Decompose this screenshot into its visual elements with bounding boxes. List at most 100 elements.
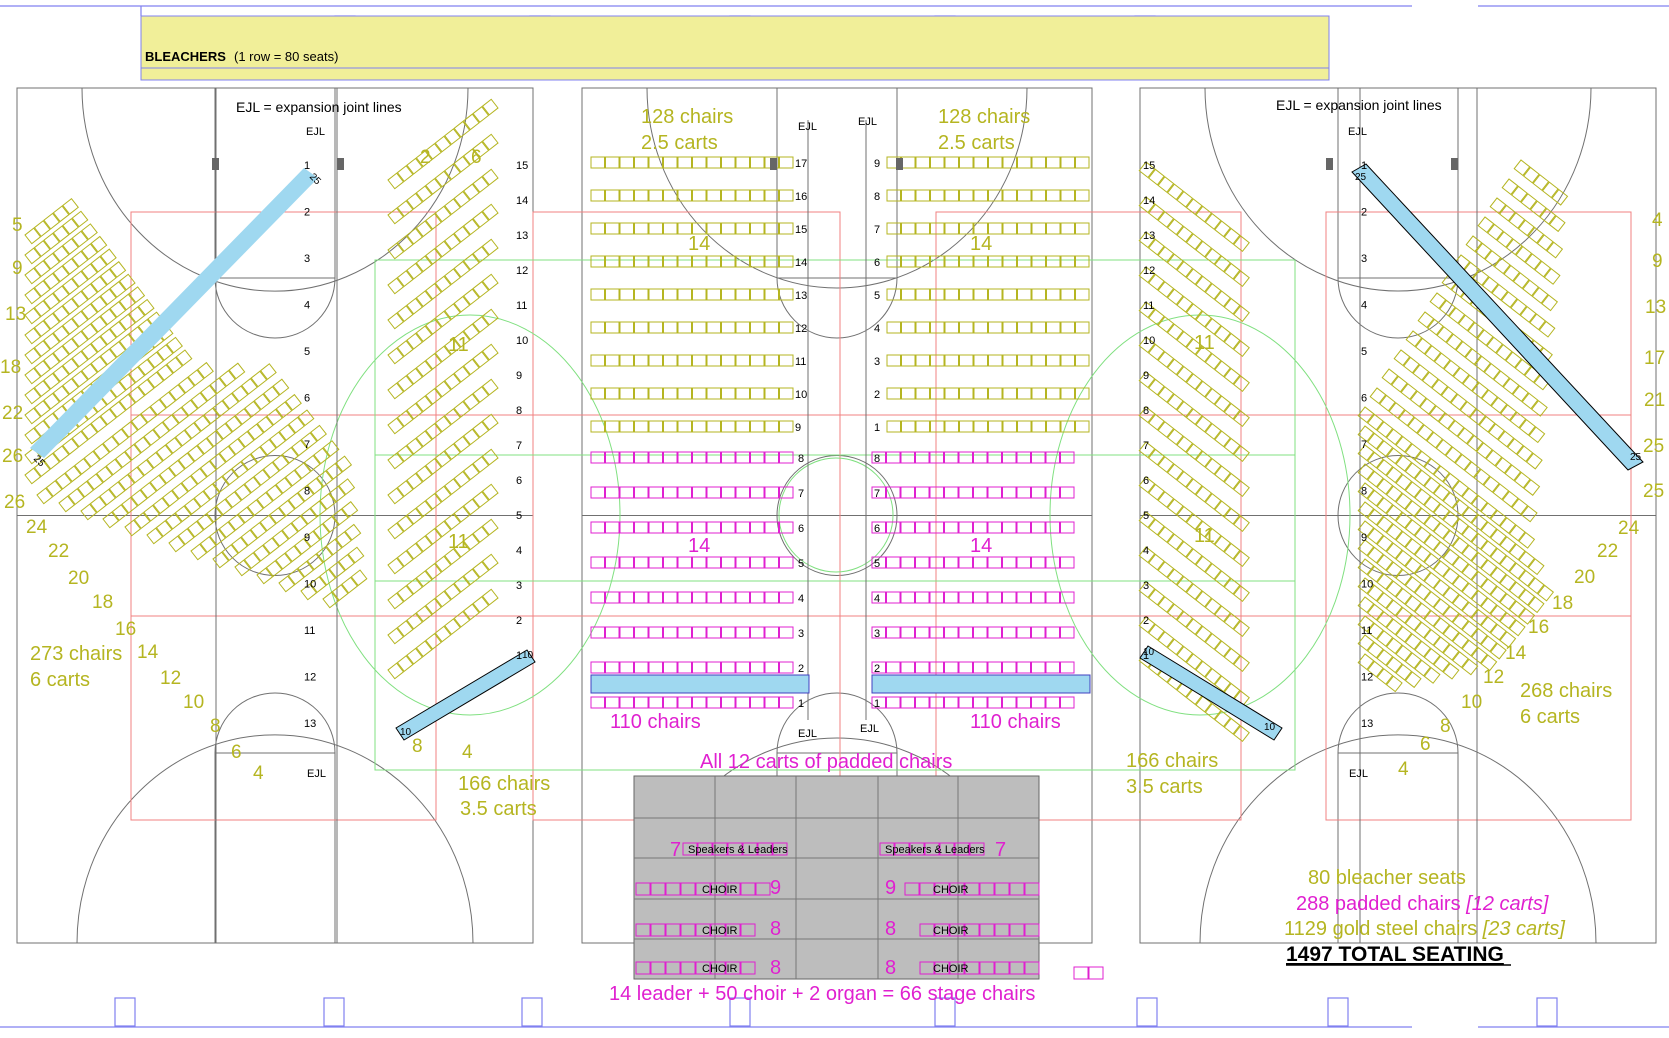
chair	[1157, 421, 1175, 438]
chair	[605, 222, 620, 235]
chair	[199, 536, 217, 553]
stage-left-count: 9	[770, 877, 781, 899]
left-mid-row-number: 14	[516, 195, 528, 207]
chair	[178, 376, 195, 394]
chair	[1393, 349, 1411, 367]
ejl-tag: EJL	[1348, 126, 1367, 138]
chair	[177, 452, 195, 470]
left-small-bar-b: 10	[522, 650, 534, 661]
chair	[1385, 618, 1403, 636]
stage-chair	[994, 961, 1010, 975]
chair	[218, 521, 236, 539]
left-diagonal-row	[212, 455, 353, 569]
chair	[462, 218, 480, 236]
left-row-number: 11	[304, 625, 315, 637]
center-left-row-number: 9	[795, 422, 801, 434]
chair	[89, 496, 107, 513]
chair	[1518, 550, 1536, 568]
chair	[259, 514, 277, 532]
chair	[96, 465, 113, 483]
chair	[706, 591, 721, 604]
top-wall-line	[0, 5, 1669, 16]
chair	[706, 387, 721, 400]
chair	[1481, 276, 1499, 294]
chair	[1157, 631, 1175, 648]
chair	[1031, 696, 1046, 709]
left-mid-row	[387, 413, 499, 505]
chair	[959, 321, 974, 334]
chair	[1546, 241, 1564, 259]
chair	[43, 372, 61, 390]
chair	[1489, 566, 1507, 584]
chair	[750, 255, 765, 268]
chair	[1504, 464, 1522, 482]
left-diagonal-row	[256, 501, 359, 585]
chair	[692, 420, 707, 433]
chair	[1506, 437, 1524, 455]
chair	[62, 437, 79, 455]
chair	[219, 369, 236, 387]
center-right-gold-row	[886, 156, 1090, 169]
chair	[1414, 488, 1432, 506]
chair	[590, 387, 605, 400]
chair	[1508, 619, 1526, 637]
chair	[71, 290, 89, 308]
chair	[706, 626, 721, 639]
chair	[1204, 668, 1222, 685]
chair	[1031, 626, 1046, 639]
chair	[81, 263, 98, 281]
chair	[1031, 486, 1046, 499]
chair	[648, 521, 663, 534]
chair	[247, 423, 265, 441]
chair	[1138, 406, 1156, 424]
left-diagonal-row	[24, 261, 127, 345]
chair	[1462, 374, 1480, 392]
chair	[1233, 410, 1250, 428]
chair	[1510, 298, 1528, 316]
left-row-number: 4	[304, 300, 310, 312]
stage-chair	[1024, 923, 1040, 937]
chair	[62, 237, 79, 255]
chair	[1002, 591, 1017, 604]
chair	[200, 384, 217, 402]
right-mid-row	[1138, 546, 1250, 638]
chair	[80, 503, 98, 521]
chair	[1461, 582, 1479, 600]
chair	[958, 521, 973, 534]
chair	[444, 303, 461, 321]
chair	[1045, 521, 1060, 534]
chair	[396, 655, 414, 672]
chair	[434, 485, 452, 503]
chair	[1454, 453, 1472, 471]
chair	[605, 255, 620, 268]
chair	[721, 451, 736, 464]
chair	[24, 427, 42, 445]
left-edge-number: 4	[253, 763, 264, 784]
chair	[1016, 696, 1031, 709]
chair	[1405, 330, 1423, 348]
left-mid-row	[387, 518, 499, 610]
chair	[1214, 395, 1232, 413]
center-right-padded-number: 5	[874, 558, 880, 570]
chair	[1166, 463, 1184, 481]
chair	[1157, 596, 1175, 613]
chair	[973, 521, 988, 534]
chair	[779, 451, 794, 464]
chair	[243, 552, 261, 569]
chair	[944, 696, 959, 709]
chair	[387, 522, 405, 540]
right-mid-row	[1138, 476, 1250, 568]
chair	[764, 288, 779, 301]
chair	[1385, 523, 1403, 541]
chair	[1060, 696, 1075, 709]
chair	[33, 300, 51, 317]
chair	[306, 553, 324, 571]
right-mid-row-number: 11	[1143, 300, 1154, 312]
chair	[1357, 482, 1375, 500]
chair	[1060, 661, 1075, 674]
chair	[1147, 203, 1165, 221]
chair	[1045, 591, 1060, 604]
chair	[634, 661, 649, 674]
stage-left-count: 8	[770, 918, 781, 940]
chair	[1508, 581, 1526, 599]
